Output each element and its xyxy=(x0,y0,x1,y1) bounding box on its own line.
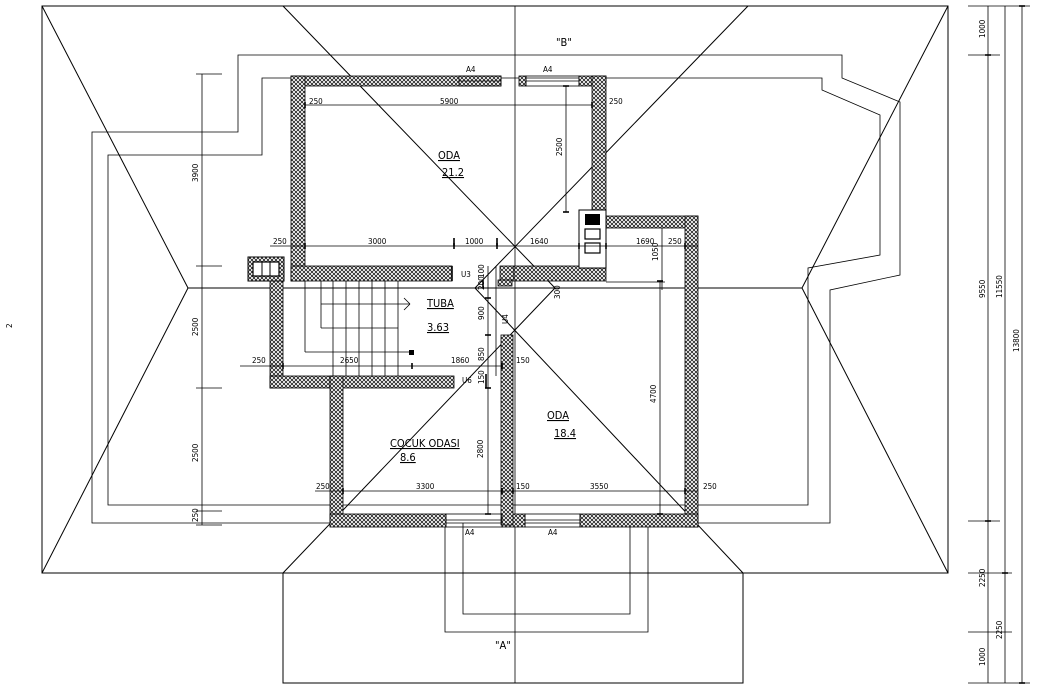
room-name-oda-top: ODA xyxy=(438,149,460,162)
door-label-u6: U6 xyxy=(462,376,472,385)
window-label-a4-tl: A4 xyxy=(466,65,476,74)
dim-right-mid2: 11550 xyxy=(995,275,1004,298)
dim-door-v6: 300 xyxy=(553,285,562,299)
dim-bottom-d2: 150 xyxy=(516,482,530,491)
dimension-text: 250 5900 250 2500 250 3000 1000 1640 169… xyxy=(5,19,1021,666)
window-label-a4-bl: A4 xyxy=(465,528,475,537)
dim-stair-d1: 2650 xyxy=(340,356,359,365)
dim-mid-left-wall: 250 xyxy=(273,237,287,246)
dim-top-right-wall: 250 xyxy=(609,97,623,106)
dim-mid-right-v: 1050 xyxy=(651,242,660,261)
dim-top-width: 5900 xyxy=(440,97,459,106)
dim-bottom-d3: 3550 xyxy=(590,482,609,491)
dim-left-v3: 2500 xyxy=(191,443,200,462)
staircase xyxy=(304,281,414,376)
dim-top-left-wall: 250 xyxy=(309,97,323,106)
dim-oda-height: 4700 xyxy=(649,384,658,403)
dim-door-v1: 200 xyxy=(477,276,486,290)
dim-bottom-left-wall: 250 xyxy=(316,482,330,491)
door-label-u3: U3 xyxy=(461,270,471,279)
dim-left-v1: 3900 xyxy=(191,163,200,182)
chimney xyxy=(247,209,607,282)
dim-top-window-depth: 2500 xyxy=(555,137,564,156)
room-labels: ODA 21.2 TUBA 3.63 COCUK ODASI 8.6 ODA 1… xyxy=(390,149,576,464)
dim-door-v3: 900 xyxy=(477,306,486,320)
dim-stair-d3: 150 xyxy=(516,356,530,365)
walls xyxy=(269,75,699,528)
dim-right-mid: 9550 xyxy=(978,279,987,298)
dim-right-top: 1000 xyxy=(978,19,987,38)
dimension-lines xyxy=(196,5,1030,684)
dim-right-low2: 2250 xyxy=(995,620,1004,639)
dim-stair-left-wall: 250 xyxy=(252,356,266,365)
view-label-b: "B" xyxy=(556,36,572,49)
roof-outline xyxy=(41,5,949,684)
windows xyxy=(445,75,581,528)
room-name-tuba: TUBA xyxy=(426,297,454,310)
window-label-a4-tr: A4 xyxy=(543,65,553,74)
dim-door-v2: 100 xyxy=(477,264,486,278)
room-name-oda-right: ODA xyxy=(547,409,569,422)
dim-right-low1: 2250 xyxy=(978,568,987,587)
room-area-tuba: 3.63 xyxy=(427,321,449,334)
room-area-oda-right: 18.4 xyxy=(554,427,576,440)
dim-door-v5: 150 xyxy=(477,370,486,384)
dim-bottom-right-wall: 250 xyxy=(703,482,717,491)
dim-mid-d1: 3000 xyxy=(368,237,387,246)
dim-mid-d4: 1690 xyxy=(636,237,655,246)
door-jambs xyxy=(451,238,498,388)
dim-mid-right-wall: 250 xyxy=(668,237,682,246)
dim-bottom-room-height: 2800 xyxy=(476,439,485,458)
dim-left-v2: 2500 xyxy=(191,317,200,336)
dim-mid-d3: 1640 xyxy=(530,237,549,246)
room-name-cocuk: COCUK ODASI xyxy=(390,437,460,450)
dim-right-bottom: 1000 xyxy=(978,647,987,666)
dim-mid-d2: 1000 xyxy=(465,237,484,246)
view-label-a: "A" xyxy=(495,639,511,652)
window-label-a4-br: A4 xyxy=(548,528,558,537)
room-area-cocuk: 8.6 xyxy=(400,451,416,464)
dim-left-v4: 250 xyxy=(191,508,200,522)
opening-labels: U3 U4 U6 A4 A4 A4 A4 xyxy=(461,65,558,537)
dim-right-overall: 13800 xyxy=(1012,329,1021,352)
door-label-u4: U4 xyxy=(501,314,510,324)
dim-bottom-d1: 3300 xyxy=(416,482,435,491)
dim-stair-d2: 1860 xyxy=(451,356,470,365)
left-edge-mark: 2 xyxy=(5,323,14,328)
room-area-oda-top: 21.2 xyxy=(442,166,464,179)
dim-door-v4: 850 xyxy=(477,347,486,361)
